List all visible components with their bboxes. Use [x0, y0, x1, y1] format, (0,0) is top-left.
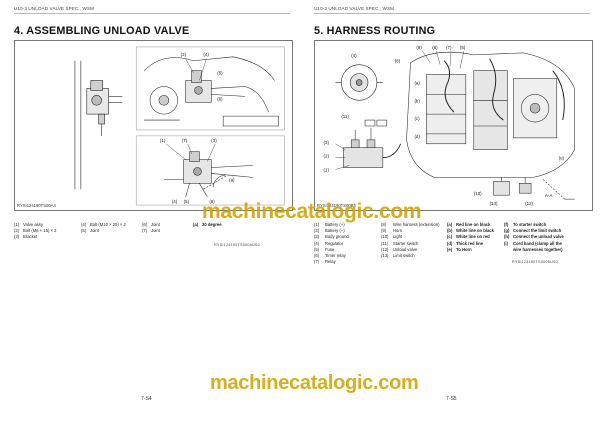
right-page: U10-3 UNLOAD VALVE SPEC., WSM 5. HARNESS… [300, 0, 600, 424]
callout-a: (a) [414, 80, 420, 85]
callout-e: (e) [559, 156, 565, 161]
callout-6: (6) [432, 45, 438, 50]
legend-row: (3)Body ground(10)Light(c)White line on … [314, 234, 564, 240]
legend-row: (1)Battery (+)(8)Wire harness (extension… [314, 222, 547, 227]
callout-13: (13) [490, 201, 498, 206]
section-title: 4. ASSEMBLING UNLOAD VALVE [14, 25, 190, 37]
figure-code: RYSI124190TS00B5 [317, 203, 356, 208]
harness-routing-drawing: (4) (9) (6) (7) (5) (8) (3) (2) (1) (10)… [324, 45, 575, 206]
callout-3: (3) [211, 138, 217, 143]
callout-1: (1) [324, 167, 330, 172]
page-number: 7-S5 [446, 396, 457, 402]
callout-5: (5) [217, 71, 223, 76]
callout-4: (4) [351, 53, 357, 58]
callout-6b: (6) [209, 199, 215, 204]
legend-row: (3)Bracket [14, 234, 38, 240]
callout-6: (6) [217, 96, 223, 101]
callout-2: (2) [324, 154, 330, 159]
legend-row: (2)Battery (−)(9)Horn(b)White line on bl… [314, 228, 562, 234]
parts-legend: (1)Valve assy(4)Bolt (M10 × 20) × 2(6)Jo… [14, 222, 222, 241]
callout-7: (7) [182, 138, 188, 143]
callout-11: (11) [341, 114, 349, 119]
callout-5: (5) [460, 45, 466, 50]
unload-valve-figure: (2) (4) (5) (6) (1) (7) (3) (4) (5) (6) … [14, 40, 293, 211]
callout-b: (b) [414, 98, 420, 103]
callout-1: (1) [160, 138, 166, 143]
callout-10: (10) [474, 191, 482, 196]
callout-4b: (4) [172, 199, 178, 204]
callout-d: (d) [414, 134, 420, 139]
callout-5b: (5) [184, 199, 190, 204]
callout-7: (7) [446, 45, 452, 50]
page-number: 7-S4 [141, 396, 152, 402]
legend-row: (6)Timer relay(13)Limit switch [314, 253, 415, 259]
doc-code: RYSI124190TS0005US0 [512, 260, 558, 264]
doc-code: RYSI124190TS0004US0 [214, 243, 260, 247]
callout-a: (a) [229, 177, 235, 182]
page-header: U10-3 UNLOAD VALVE SPEC., WSM [14, 6, 290, 14]
callout-4: (4) [203, 52, 209, 57]
callout-3: (3) [324, 140, 330, 145]
harness-routing-figure: (4) (9) (6) (7) (5) (8) (3) (2) (1) (10)… [314, 40, 593, 211]
callout-c: (c) [414, 116, 420, 121]
legend-row: (4)Regulator(11)Starter switch(d)Thick r… [314, 240, 562, 246]
section-title: 5. HARNESS ROUTING [314, 25, 436, 37]
callout-9: (9) [416, 45, 422, 50]
watermark-text: machinecatalogic.com [202, 200, 422, 223]
unload-valve-drawing: (2) (4) (5) (6) (1) (7) (3) (4) (5) (6) … [74, 46, 285, 206]
page-header: U10-3 UNLOAD VALVE SPEC., WSM [314, 6, 590, 14]
section-mark: A-A [545, 193, 552, 198]
callout-2: (2) [181, 52, 187, 57]
left-page: U10-3 UNLOAD VALVE SPEC., WSM 4. ASSEMBL… [14, 6, 293, 402]
parts-legend: (1)Battery (+)(8)Wire harness (extension… [314, 222, 564, 265]
figure-code: RYSI124190TS00A4 [17, 203, 56, 208]
callout-12: (12) [525, 201, 533, 206]
watermark-text-bottom: machinecatalogic.com [210, 372, 419, 394]
legend-row: (2)Bolt (M6 × 15) × 2(5)Joint(7)Joint [14, 228, 160, 234]
legend-row: (7)Relay [314, 259, 336, 265]
legend-row: (1)Valve assy(4)Bolt (M10 × 20) × 2(6)Jo… [14, 222, 222, 227]
callout-8: (8) [395, 59, 401, 64]
